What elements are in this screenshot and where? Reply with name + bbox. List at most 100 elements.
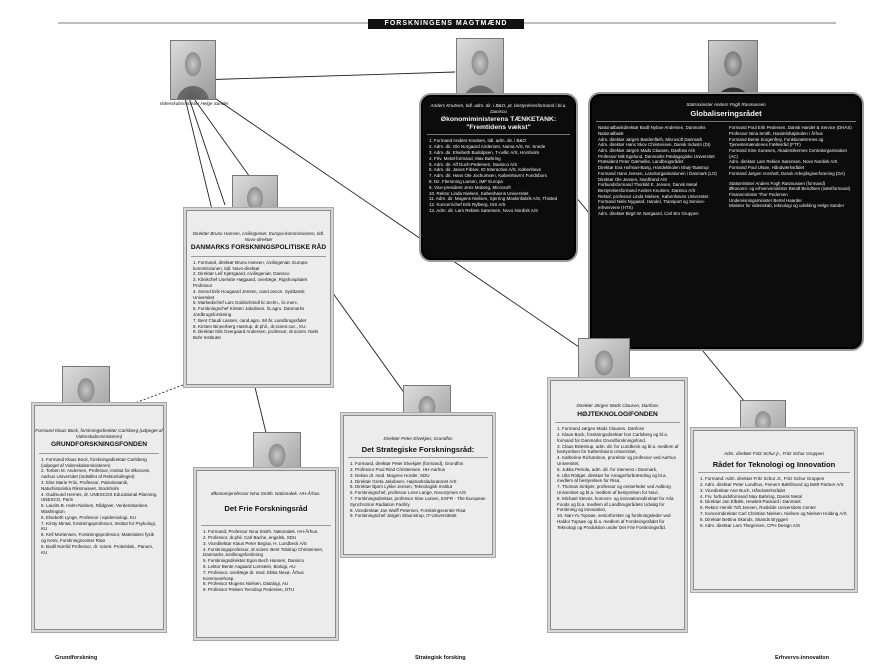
independent-research-list: 1. Formand, Professor Nina Smith. Nation…: [197, 529, 335, 593]
list-item: 9. Professor Preben Terndrup Pedersen, D…: [203, 587, 295, 593]
list-item: Nationalbankdirektør Bodil Nyboe Anderse…: [598, 125, 706, 136]
research-policy-heading: DANMARKS FORSKNINGSPOLITISKE RÅD: [190, 244, 327, 252]
list-item: 2. Torben M. Andersen, Professor, Instit…: [41, 468, 151, 480]
high-tech-fund-box: Direktør Jørgen Mads Clausen, Danfoss HØ…: [550, 380, 685, 630]
list-item: 9. Bodil Norrild Professor, dr. scient. …: [41, 543, 154, 555]
list-item: 7. Thomas Sinkjær, professor og centerle…: [557, 484, 671, 495]
globalization-heading: Globaliseringsrådet: [690, 108, 762, 118]
think-tank-list: 1. Formand Anders Knutsen, tidl. adm. di…: [423, 138, 574, 213]
strategic-research-heading: Det Strategiske Forskningsråd:: [361, 444, 475, 454]
list-item: 1. Formand Klaus Bock, forskningsdirektø…: [41, 456, 147, 468]
connector-line: [199, 87, 599, 361]
technology-innovation-caption: Adm. direktør Fritz Schur jr., Fritz Sch…: [724, 451, 824, 456]
list-item: 10. Rektor Linda Nielsen, Københavns Uni…: [429, 190, 529, 196]
strategic-research-caption: Direktør Peter Elvekjær, Grundfos: [383, 436, 453, 441]
list-item: 9. Forskningschef Jørgen Staunstrup, IT-…: [350, 513, 457, 519]
list-item: 12. Koncernchef Erik Rylberg, ISS A/S: [429, 202, 506, 208]
list-item: 10. Nan-Yu Topsøe, seniorforsker og fors…: [557, 513, 671, 530]
high-tech-list: 1. Formand Jørgen Mads Clausen, Danfoss …: [551, 426, 684, 530]
list-item: 3. Else Marie Friis, Professor, Paleobot…: [41, 479, 129, 491]
list-item: Statsminister Anders Fogh Rasmussen (for…: [729, 180, 826, 186]
high-tech-heading: HØJTEKNOLOGIFONDEN: [577, 410, 658, 418]
list-item: Formand Poul Erik Pedersen, Dansk Handel…: [729, 125, 852, 131]
divider: [427, 134, 570, 136]
footer-label-business: Erhvervs-innovation: [775, 655, 830, 661]
list-item: Forbundsformand Thorkild E. Jensen, Dans…: [598, 182, 697, 188]
list-item: Professor Mik Egelund, Danmarks Pædagogi…: [598, 153, 715, 159]
list-item: Undervisningsminister Bertel Haarder: [729, 197, 802, 203]
list-item: Professor Nina Smith, Handelshøjskolen i…: [729, 130, 823, 136]
list-item: 6. Adm. dir. Janos Fibser, IO Interactiv…: [429, 167, 542, 173]
list-item: 6. Forskningschef Kirsten Jakobsen, lic.…: [193, 306, 305, 317]
list-item: Bestyrelsesformand Anders Knutsen, Danis…: [598, 187, 696, 193]
list-item: 8. Kirsten Binnerberg Hastrup, dr.phil.,…: [193, 323, 307, 329]
list-item: 9. Direktør Nils Overgaard Andersen, pro…: [193, 329, 319, 341]
globalization-right-column: Formand Poul Erik Pedersen, Dansk Handel…: [729, 125, 854, 216]
basic-research-list: 1. Formand Klaus Bock, forskningsdirektø…: [35, 457, 163, 556]
list-item: 5. Adm. dir. Alf Duch-Pedersen, Danisco …: [429, 161, 518, 167]
connector-line: [187, 94, 226, 206]
list-item: Adm. direktør Hans Skov Christensen, Dan…: [598, 142, 711, 148]
divider: [348, 457, 488, 459]
list-item: 13. Adm. dir. Lars Rebien Sørensen, Novo…: [429, 207, 539, 213]
list-item: 6. Rektor Henrik Toft Jensen, Roskilde U…: [700, 505, 816, 511]
list-item: Minister for videnskab, teknologi og udv…: [729, 203, 845, 209]
list-item: 4. Frv. forbundsformand Max Bøhring, Dan…: [700, 493, 802, 499]
high-tech-caption: Direktør Jørgen Mads Clausen, Danfoss: [576, 403, 659, 408]
list-item: Formand Sine Sunesen, Akademikernes Cent…: [729, 148, 847, 159]
list-item: 1. Formand Anders Knutsen, tidl. adm. di…: [429, 138, 527, 144]
list-item: 3. Dekan dr. med. Mogens Horder, SDU: [350, 472, 430, 478]
technology-innovation-heading: Rådet for Teknologi og Innovation: [712, 459, 836, 469]
page-title: FORSKNINGENS MAGTMÆND: [368, 19, 524, 29]
list-item: Adm. direktør Birgit W. Nørgaard, Carl B…: [598, 210, 699, 216]
list-item: 4. Frlv. Metal-formand, Max Bøhring: [429, 155, 501, 161]
list-item: 8. Direktør Bettina Skands, Skands Brygg…: [700, 516, 789, 522]
list-item: 5. Laurits B. Holm-Nielsen, Rådgiver, Ve…: [41, 503, 149, 514]
list-item: 2. Klaus Bock, forskningsdirektør hos Ca…: [557, 431, 669, 443]
portrait-photo-helge: [170, 40, 216, 100]
list-item: 5. Direktør Bjørn Lykke Jensen, Teknolog…: [350, 484, 453, 490]
basic-research-heading: GRUNDFORSKNINGSFONDEN: [51, 441, 147, 449]
list-item: 1. Formand: Adm. direktør Fritz Schur Jr…: [700, 476, 825, 482]
list-item: 5. Markedschef Lars Goldschmidt lic.tech…: [193, 300, 299, 306]
think-tank-box: Anders Knutsen, tidl. adm. dir. i B&O, p…: [421, 95, 576, 260]
list-item: 3. Vicedirektør Ane Buch, Håndværksrådet: [700, 487, 786, 493]
list-item: 4. Gudmund Hernes, dr. UNESCOS Education…: [41, 491, 158, 503]
globalization-left-column: Nationalbankdirektør Bodil Nyboe Anderse…: [598, 125, 723, 216]
list-item: 2. Professor Poul Rind Christensen. HH-A…: [350, 466, 446, 472]
list-item: 8. Vicedirektør Jan Wulff Petersen, Fors…: [350, 507, 466, 513]
strategic-research-council-box: Direktør Peter Elvekjær, Grundfos Det St…: [343, 415, 493, 555]
list-item: 8. Professor Mogens Nielsen, Datalogi, A…: [203, 581, 289, 587]
list-item: 1. Formand Jørgen Mads Clausen, Danfoss: [557, 426, 645, 432]
list-item: 11. Adm. dir. Mogens Nielsen, Sjerring M…: [429, 196, 558, 202]
portrait-photo-anders: [456, 38, 504, 100]
basic-research-fund-box: Formand Klaus Bock, forskningsdirektør C…: [34, 405, 164, 630]
list-item: Økonomi- og erhvervsminister Bendt Bendt…: [729, 186, 851, 192]
footer-label-strategic: Strategisk forsking: [415, 655, 466, 661]
research-policy-caption: Direktør Bruno Hansen, civilingeniør, Eu…: [192, 231, 325, 242]
list-item: 1. Formand, direktør Peter Elvekjær (for…: [350, 461, 464, 467]
list-item: Adm. direktør Jørgen Mads Clausen, Danfo…: [598, 148, 696, 153]
list-item: 4. Direktør Greta Jakobsen, Højmarkslado…: [350, 478, 457, 484]
list-item: 8. Kell Mortensen, Forskningsprofessor, …: [41, 532, 155, 543]
globalization-caption: Statsminister Anders Fogh Rasmussen: [686, 102, 766, 107]
independent-research-heading: Det Frie Forskningsråd: [224, 503, 308, 513]
list-item: 4. Forskningsprofessor, dr.scient. Bent …: [203, 546, 324, 558]
list-item: 9. Vice-president Jens Moberg, Microsoft: [429, 184, 511, 190]
list-item: 9. Adm. direktør Lars Thegersen, CPH Des…: [700, 522, 800, 528]
divider: [201, 525, 331, 527]
basic-research-caption: Formand Klaus Bock, forskningsdirektør C…: [35, 428, 163, 439]
list-item: 2. Adm. dir. Ole Norgaard Andersen, Nama…: [429, 144, 546, 150]
list-item: 7. Kirsty Mintal, forskningsprofessor, I…: [41, 520, 157, 532]
list-item: 6. Forskningschef, professor Lene Lange,…: [350, 490, 467, 496]
list-item: 4. Svend Erik Hougaard Jensen, cand.oeco…: [193, 288, 305, 300]
technology-innovation-council-box: Adm. direktør Fritz Schur jr., Fritz Sch…: [693, 430, 855, 590]
portrait-photo-fogh: [708, 40, 758, 102]
footer-label-basic: Grundforskning: [55, 655, 98, 661]
list-item: 5. Forskningsdirektør Egon Bech Hansen, …: [203, 558, 305, 564]
list-item: 3. Viceditektør Klaus Peter Begnø, H. Lu…: [203, 540, 307, 546]
list-item: 7. Bent Claudi Lassen, cand.agro. 58 år,…: [193, 317, 307, 323]
list-item: 2. Professor, dr.phil. Carl Bache, engel…: [203, 534, 297, 540]
list-item: 6. Ulla Röttger, direktør for Amagerforb…: [557, 472, 667, 484]
think-tank-caption: Anders Knutsen, tidl. adm. dir. i B&O, p…: [430, 103, 567, 114]
